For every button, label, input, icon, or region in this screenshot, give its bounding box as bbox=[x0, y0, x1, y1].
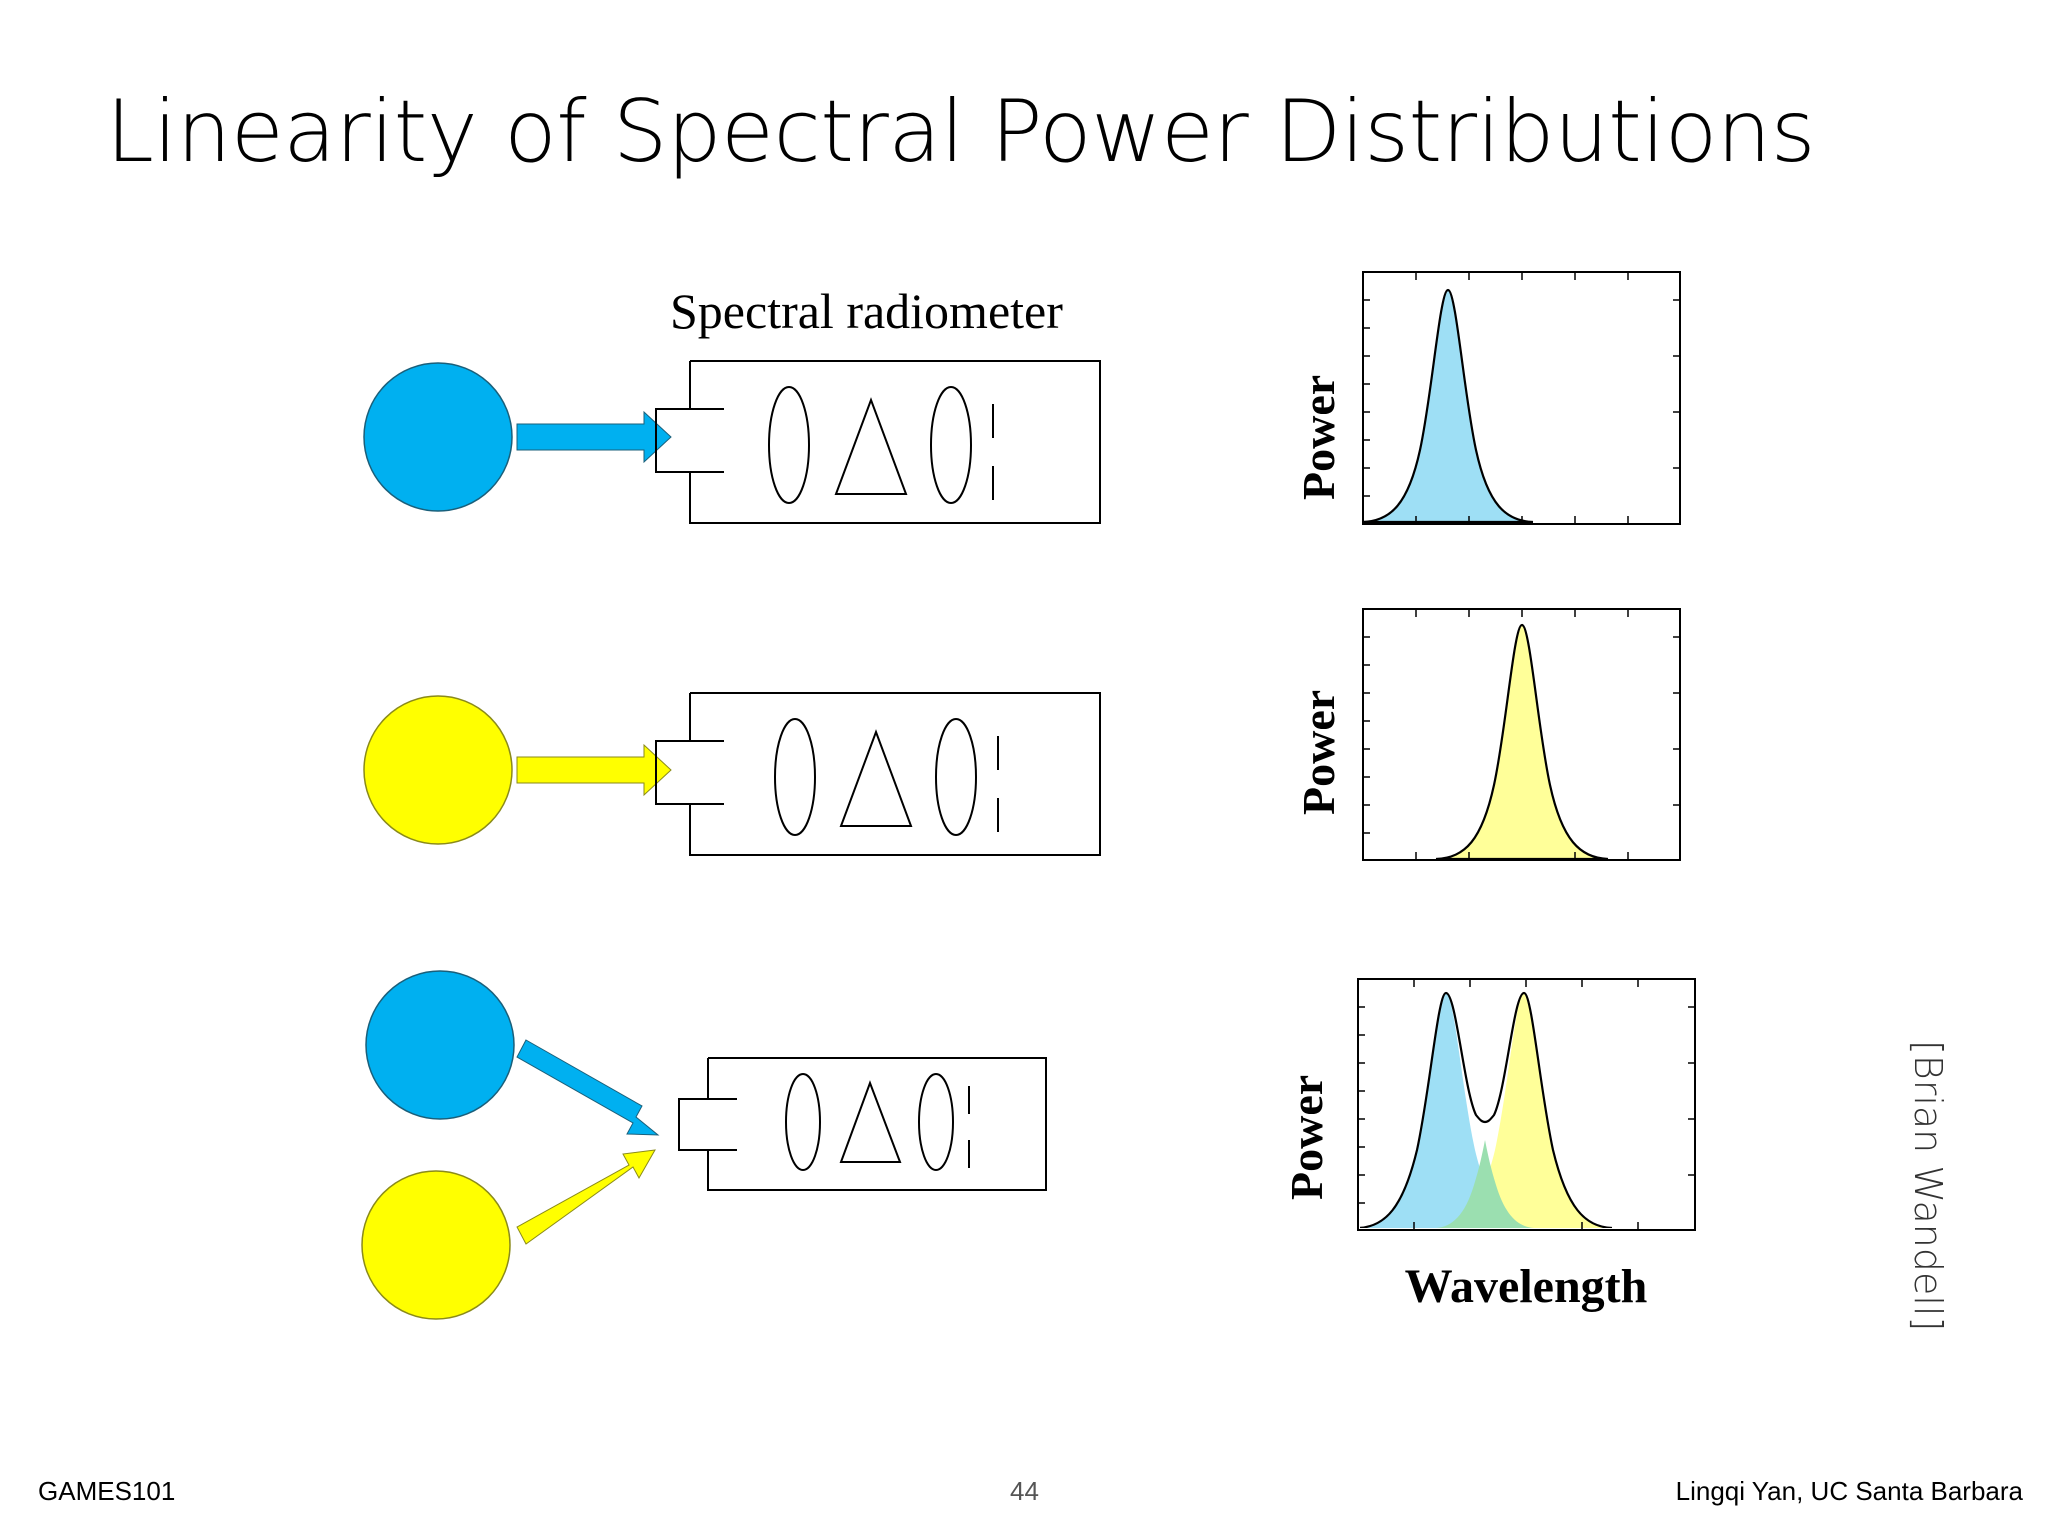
footer-author: Lingqi Yan, UC Santa Barbara bbox=[1675, 1476, 2023, 1506]
wavelength-axis-label: Wavelength bbox=[1405, 1260, 1648, 1313]
page-number: 44 bbox=[1010, 1476, 1039, 1506]
power-axis-label: Power bbox=[1293, 375, 1344, 500]
yellow-arrow bbox=[516, 743, 672, 797]
power-axis-label: Power bbox=[1293, 690, 1344, 815]
blue-arrow bbox=[516, 410, 672, 464]
radiometer-3 bbox=[678, 1057, 1047, 1191]
overlap-area bbox=[1436, 1140, 1534, 1228]
radiometer-label: Spectral radiometer bbox=[670, 283, 1063, 339]
blue-arrow-combined bbox=[516, 1039, 660, 1136]
image-credit: [Brian Wandell] bbox=[1906, 1040, 1950, 1332]
combined-spectrum-curve bbox=[1360, 991, 1613, 1228]
radiometer-1 bbox=[655, 360, 1101, 524]
yellow-light-source-combined bbox=[361, 1170, 511, 1320]
blue-light-source-combined bbox=[365, 970, 515, 1120]
footer-course: GAMES101 bbox=[38, 1476, 176, 1506]
slide-title: Linearity of Spectral Power Distribution… bbox=[106, 82, 1816, 182]
yellow-component-area bbox=[1436, 993, 1612, 1228]
power-axis-label: Power bbox=[1281, 1075, 1332, 1200]
yellow-light-source bbox=[363, 695, 513, 845]
blue-light-source bbox=[363, 362, 513, 512]
plot-yellow-spectrum: Power bbox=[1293, 608, 1681, 861]
yellow-arrow-combined bbox=[516, 1149, 656, 1245]
plot-blue-spectrum: Power bbox=[1293, 271, 1681, 525]
radiometer-2 bbox=[655, 692, 1101, 856]
yellow-spectrum-curve bbox=[1435, 623, 1609, 861]
blue-spectrum-curve bbox=[1362, 288, 1534, 524]
blue-component-area bbox=[1360, 993, 1534, 1228]
plot-combined-spectrum: Power Wavelength bbox=[1281, 978, 1696, 1313]
